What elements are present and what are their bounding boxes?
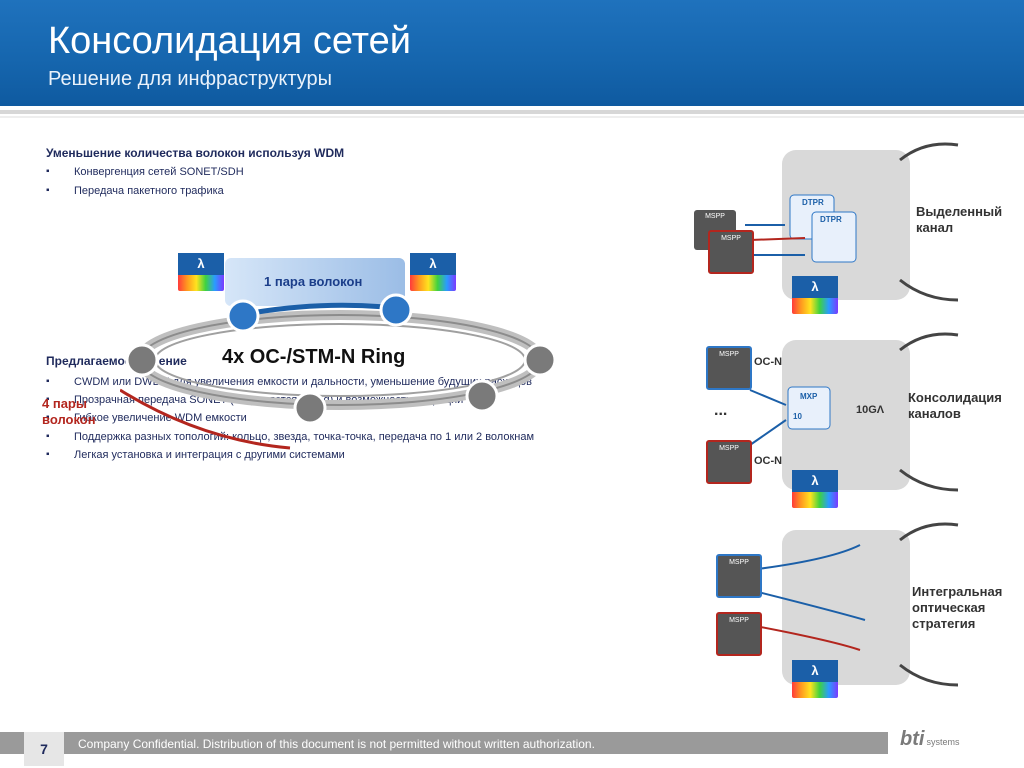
- lambda-box: λ: [178, 253, 224, 291]
- right-diagrams: [745, 142, 959, 687]
- arrow: [899, 468, 959, 492]
- ring-node: [465, 379, 499, 413]
- mspp-device: MSPP: [716, 554, 762, 598]
- header-bar: [0, 0, 1024, 106]
- arrow: [899, 278, 959, 302]
- rate-label: 10GΛ: [856, 404, 885, 416]
- arrow: [899, 142, 959, 162]
- arrow: [899, 332, 959, 352]
- arrow: [899, 663, 959, 687]
- link-line: [749, 237, 806, 241]
- fiber-pair-label: 1 пара волокон: [264, 274, 363, 289]
- lambda-box: λ: [792, 660, 838, 698]
- ring-diagram: [120, 258, 557, 450]
- lambda-box: λ: [792, 276, 838, 314]
- dtpr-box: [811, 211, 857, 263]
- ring-node: [523, 343, 557, 377]
- fiber-pair-box: [225, 258, 405, 306]
- device-chassis: [782, 340, 910, 490]
- mspp-device: MSPP: [716, 612, 762, 656]
- section1-heading: Уменьшение количества волокон используя …: [46, 146, 345, 160]
- ocn-label: OC-N: [754, 356, 783, 368]
- link-line: [749, 624, 861, 651]
- ring-node: [379, 293, 413, 327]
- dtpr-label: DTPR: [802, 198, 824, 207]
- section2-bullet-3: Гибкое увеличение WDM емкости: [46, 412, 247, 424]
- label-integral-strategy: Интегральная оптическая стратегия: [912, 584, 1003, 631]
- lambda-box: λ: [792, 470, 838, 508]
- mspp-device: MSPP: [708, 230, 754, 274]
- more-dots: ...: [714, 402, 728, 419]
- link-line: [745, 224, 805, 256]
- section2-bullet-4: Поддержка разных топологий: кольцо, звез…: [46, 431, 534, 443]
- page-number: 7: [24, 732, 64, 766]
- lambda-box: λ: [410, 253, 456, 291]
- divider: [0, 110, 1024, 114]
- arrow: [899, 522, 959, 542]
- mxp-label: MXP: [800, 392, 818, 401]
- footer-bar: [0, 732, 888, 754]
- dtpr-label: DTPR: [820, 215, 842, 224]
- section1-bullet-2: Передача пакетного трафика: [46, 185, 224, 197]
- page-subtitle: Решение для инфраструктуры: [48, 68, 332, 90]
- ring-node: [293, 391, 327, 425]
- mspp-device: MSPP: [706, 440, 752, 484]
- four-pairs-label: 4 пары волокон: [42, 396, 96, 427]
- footer-text: Company Confidential. Distribution of th…: [78, 737, 595, 751]
- page-title: Консолидация сетей: [48, 20, 412, 62]
- divider-thin: [0, 116, 1024, 118]
- ocn-label: OC-N: [754, 455, 783, 467]
- mxp-box: [787, 386, 831, 430]
- mxp-ten-label: 10: [793, 412, 802, 421]
- mspp-device: MSPP: [706, 346, 752, 390]
- device-chassis: [782, 530, 910, 685]
- fiber-arrow: [120, 388, 291, 450]
- label-channel-consolidation: Консолидация каналов: [908, 390, 1002, 421]
- ring-label: 4x OC-/STM-N Ring: [222, 346, 406, 368]
- ring-node: [125, 343, 159, 377]
- link-line: [749, 544, 866, 621]
- section1-bullet-1: Конвергенция сетей SONET/SDH: [46, 166, 244, 178]
- link-line: [749, 389, 787, 446]
- section2-bullet-5: Легкая установка и интеграция с другими …: [46, 449, 345, 461]
- ring-node: [226, 299, 260, 333]
- label-dedicated-channel: Выделенный канал: [916, 204, 1003, 235]
